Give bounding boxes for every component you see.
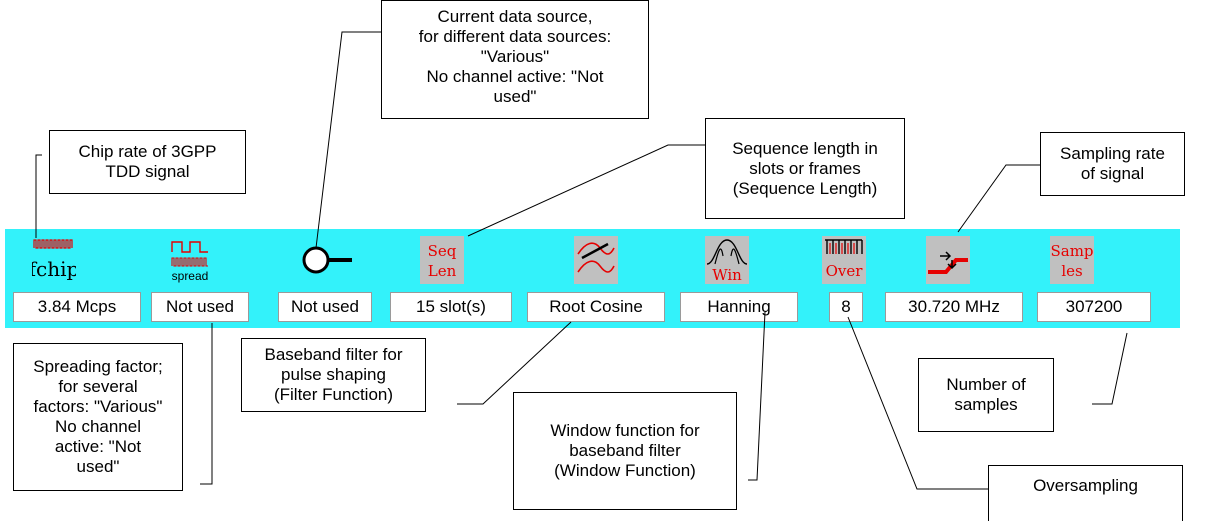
svg-text:fchip: fchip [32, 257, 76, 281]
oversampling-icon: Over [822, 236, 866, 284]
callout-sampling-rate: Sampling rate of signal [1040, 132, 1185, 196]
window-function-value: Hanning [680, 292, 798, 322]
callout-number-of-samples: Number of samples [918, 358, 1054, 432]
spreading-icon: spread [168, 236, 212, 284]
leader-window-function [748, 311, 766, 481]
callout-sequence-length: Sequence length in slots or frames (Sequ… [705, 118, 905, 219]
callout-window-function: Window function for baseband filter (Win… [513, 392, 737, 510]
svg-text:Win: Win [712, 266, 742, 284]
svg-text:Len: Len [428, 262, 457, 280]
svg-text:Seq: Seq [428, 242, 457, 260]
leader-spreading-factor [200, 323, 213, 485]
number-of-samples-value: 307200 [1037, 292, 1151, 322]
filter-icon [574, 236, 618, 284]
svg-text:Over: Over [826, 262, 864, 280]
svg-text:Samp: Samp [1050, 242, 1093, 260]
callout-spreading-factor: Spreading factor; for several factors: "… [13, 343, 183, 491]
window-icon: Win [705, 236, 749, 284]
leader-number-of-samples [1092, 332, 1128, 405]
leader-sampling-rate [957, 164, 1040, 233]
chip-rate-value: 3.84 Mcps [13, 292, 141, 322]
leader-sequence-length [467, 144, 705, 237]
svg-text:spread: spread [172, 269, 209, 283]
oversampling-value: 8 [829, 292, 863, 322]
callout-chip-rate: Chip rate of 3GPP TDD signal [49, 130, 246, 194]
filter-function-value: Root Cosine [527, 292, 665, 322]
chip-rate-icon: fchip [29, 236, 79, 284]
clock-rate-icon [926, 236, 970, 284]
sequence-length-icon: Seq Len [420, 236, 464, 284]
data-source-icon [300, 236, 352, 284]
leader-chip-rate [35, 154, 42, 238]
spreading-factor-value: Not used [151, 292, 249, 322]
callout-data-source: Current data source, for different data … [381, 0, 649, 119]
sampling-rate-value: 30.720 MHz [885, 292, 1023, 322]
sequence-length-value: 15 slot(s) [390, 292, 512, 322]
data-source-value: Not used [278, 292, 372, 322]
svg-text:les: les [1061, 262, 1082, 280]
callout-oversampling: Oversampling [988, 465, 1183, 521]
leader-data-source [315, 31, 381, 249]
samples-icon: Samp les [1050, 236, 1094, 284]
callout-baseband-filter: Baseband filter for pulse shaping (Filte… [241, 338, 426, 412]
